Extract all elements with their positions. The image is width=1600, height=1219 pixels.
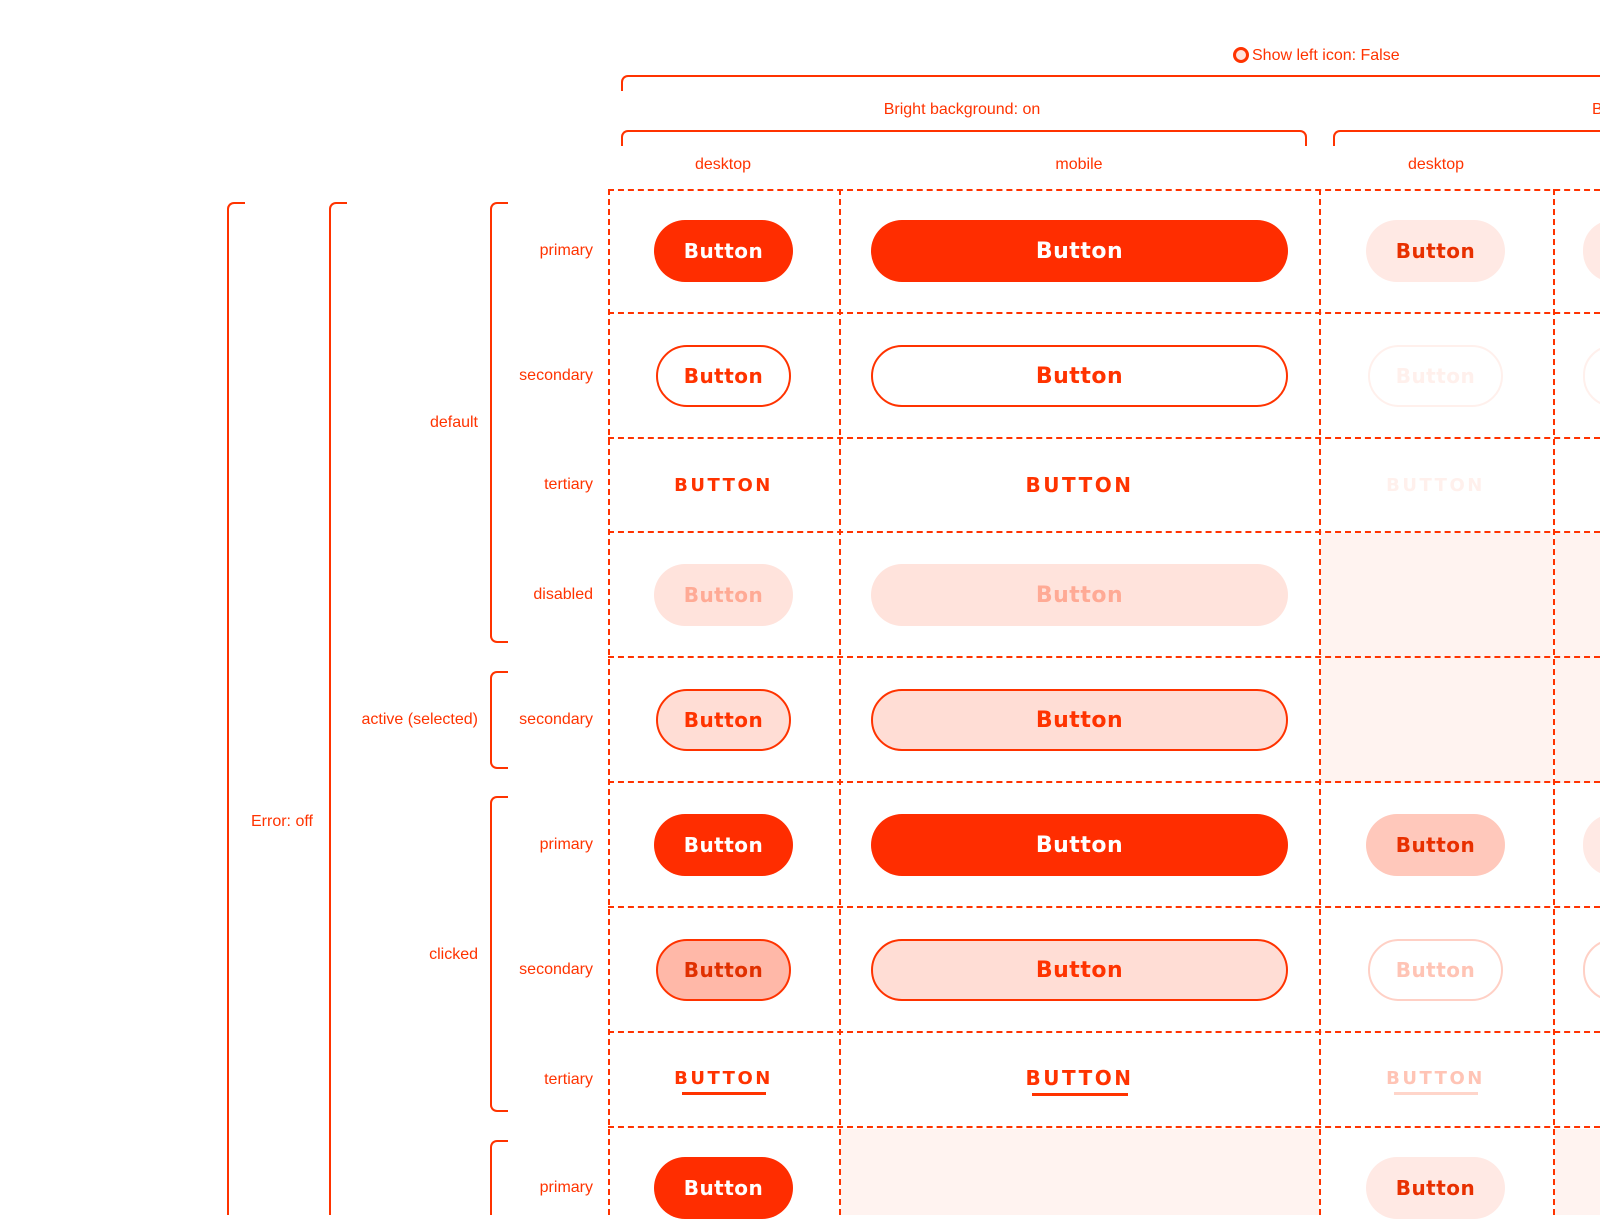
button-clicked-tertiary-desktop-off[interactable]: BUTTON [1386, 1067, 1485, 1089]
bracket-error-off [227, 202, 245, 1215]
button-primary-mobile[interactable]: Button [871, 220, 1288, 282]
grid-hline-4 [608, 656, 1600, 658]
grid-vline-4 [1553, 189, 1555, 1215]
button-tertiary-desktop-off[interactable]: BUTTON [1386, 474, 1485, 496]
bracket-state-group [329, 202, 347, 1215]
grid-hline-7 [608, 1031, 1600, 1033]
tertiary-underline-desktop-off [1394, 1092, 1478, 1095]
shade-last-mobile-off [1555, 1129, 1600, 1215]
row-label-disabled: disabled [533, 586, 593, 603]
row-label-primary: primary [539, 242, 593, 259]
show-left-icon-label: Show left icon: False [1252, 47, 1400, 64]
button-secondary-desktop-off[interactable]: Button [1368, 345, 1503, 407]
button-active-secondary-mobile[interactable]: Button [871, 689, 1288, 751]
button-clicked-primary-mobile-off[interactable] [1583, 814, 1600, 876]
button-clicked-primary-mobile[interactable]: Button [871, 814, 1288, 876]
error-off-label: Error: off [251, 813, 313, 830]
button-primary-desktop-off[interactable]: Button [1366, 220, 1505, 282]
row-label-secondary-active: secondary [519, 711, 593, 728]
row-label-secondary: secondary [519, 367, 593, 384]
column-desktop-label: desktop [694, 156, 752, 173]
column-mobile-label: mobile [1055, 156, 1103, 173]
button-clicked-tertiary-mobile[interactable]: BUTTON [1025, 1066, 1134, 1090]
button-clicked-secondary-desktop-off[interactable]: Button [1368, 939, 1503, 1001]
row-label-tertiary-clicked: tertiary [544, 1071, 593, 1088]
shade-disabled-mobile-off [1555, 533, 1600, 783]
row-label-tertiary: tertiary [544, 476, 593, 493]
bright-background-off-label: B [1592, 101, 1600, 118]
button-secondary-mobile[interactable]: Button [871, 345, 1288, 407]
grid-hline-3 [608, 531, 1600, 533]
grid-vline-3 [1319, 189, 1321, 1215]
button-secondary-mobile-off[interactable] [1583, 345, 1600, 407]
button-active-secondary-desktop[interactable]: Button [656, 689, 791, 751]
bracket-active [490, 671, 508, 769]
button-secondary-desktop[interactable]: Button [656, 345, 791, 407]
bright-background-on-label: Bright background: on [883, 101, 1041, 118]
grid-hline-8 [608, 1126, 1600, 1128]
bracket-clicked [490, 796, 508, 1112]
active-selected-label: active (selected) [361, 711, 479, 728]
bracket-bright-on [621, 130, 1307, 146]
button-disabled-desktop: Button [654, 564, 793, 626]
tertiary-underline-mobile [1032, 1093, 1128, 1096]
row-label-primary-last: primary [539, 1179, 593, 1196]
button-primary-desktop[interactable]: Button [654, 220, 793, 282]
button-clicked-secondary-desktop[interactable]: Button [656, 939, 791, 1001]
button-tertiary-mobile[interactable]: BUTTON [1025, 473, 1134, 497]
grid-hline-2 [608, 437, 1600, 439]
grid-hline-5 [608, 781, 1600, 783]
button-clicked-tertiary-desktop[interactable]: BUTTON [674, 1067, 773, 1089]
grid-vline-2 [839, 189, 841, 1215]
bracket-last [490, 1140, 508, 1215]
button-tertiary-desktop[interactable]: BUTTON [674, 474, 773, 496]
grid-hline-1 [608, 312, 1600, 314]
row-label-primary-clicked: primary [539, 836, 593, 853]
button-last-primary-desktop-off[interactable]: Button [1366, 1157, 1505, 1219]
grid-hline-0 [608, 189, 1600, 191]
bracket-default [490, 202, 508, 643]
button-last-primary-desktop[interactable]: Button [654, 1157, 793, 1219]
button-clicked-primary-desktop-off[interactable]: Button [1366, 814, 1505, 876]
button-primary-mobile-off[interactable] [1583, 220, 1600, 282]
button-clicked-secondary-mobile-off[interactable] [1583, 939, 1600, 1001]
button-clicked-secondary-mobile[interactable]: Button [871, 939, 1288, 1001]
default-label: default [429, 414, 478, 431]
button-disabled-mobile: Button [871, 564, 1288, 626]
column-desktop-label-2: desktop [1407, 156, 1465, 173]
grid-hline-6 [608, 906, 1600, 908]
shade-disabled-desktop-off [1321, 533, 1553, 783]
clicked-label: clicked [429, 946, 478, 963]
row-label-secondary-clicked: secondary [519, 961, 593, 978]
radio-dot-icon [1233, 47, 1249, 63]
shade-last-mobile-on [841, 1129, 1319, 1215]
bracket-show-left-icon [621, 75, 1600, 91]
button-clicked-primary-desktop[interactable]: Button [654, 814, 793, 876]
grid-vline-1 [608, 189, 610, 1215]
tertiary-underline-desktop [682, 1092, 766, 1095]
bracket-bright-off [1333, 130, 1600, 146]
